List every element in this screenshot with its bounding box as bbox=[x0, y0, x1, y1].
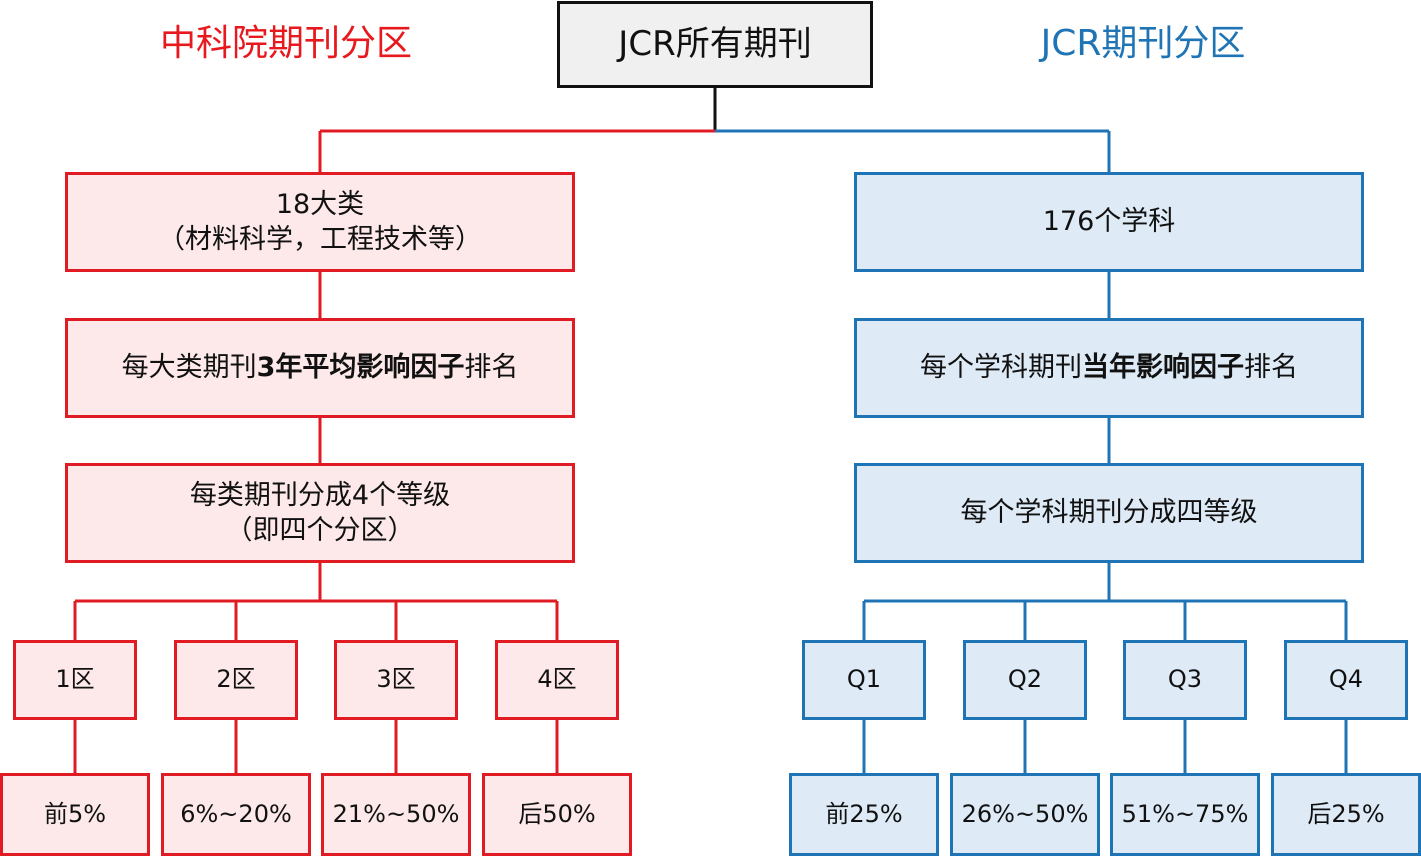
cas-grading-line1: 每类期刊分成4个等级 bbox=[189, 479, 451, 511]
cas-grading-node: 每类期刊分成4个等级 （即四个分区） bbox=[65, 463, 575, 563]
cas-zone-4: 4区 bbox=[495, 640, 619, 720]
jcr-title: JCR期刊分区 bbox=[1040, 23, 1246, 64]
cas-categories-node: 18大类 （材料科学，工程技术等） bbox=[65, 172, 575, 272]
jcr-quartile-4: Q4 bbox=[1284, 640, 1408, 720]
jcr-range-3-label: 51%~75% bbox=[1121, 799, 1249, 828]
cas-zone-1-label: 1区 bbox=[55, 665, 95, 694]
jcr-quartile-2-label: Q2 bbox=[1007, 665, 1043, 694]
jcr-ranking-pre: 每个学科期刊 bbox=[920, 352, 1082, 384]
jcr-range-4-label: 后25% bbox=[1307, 799, 1385, 828]
cas-range-4-label: 后50% bbox=[518, 799, 596, 828]
cas-ranking-node: 每大类期刊3年平均影响因子排名 bbox=[65, 318, 575, 418]
jcr-quartile-1-label: Q1 bbox=[846, 665, 882, 694]
jcr-range-2-label: 26%~50% bbox=[961, 799, 1089, 828]
jcr-quartile-4-label: Q4 bbox=[1328, 665, 1364, 694]
cas-categories-examples: （材料科学，工程技术等） bbox=[158, 224, 482, 255]
jcr-ranking-bold: 当年影响因子 bbox=[1082, 352, 1244, 384]
left-connectors bbox=[73, 129, 715, 773]
cas-zone-1: 1区 bbox=[13, 640, 137, 720]
jcr-range-3: 51%~75% bbox=[1110, 773, 1260, 856]
cas-grading-line2: （即四个分区） bbox=[225, 515, 415, 546]
cas-range-3: 21%~50% bbox=[321, 773, 471, 856]
cas-range-2: 6%~20% bbox=[161, 773, 311, 856]
jcr-grading-node: 每个学科期刊分成四等级 bbox=[854, 463, 1364, 563]
cas-range-2-label: 6%~20% bbox=[180, 799, 292, 828]
cas-title: 中科院期刊分区 bbox=[159, 23, 413, 64]
cas-range-3-label: 21%~50% bbox=[332, 799, 460, 828]
root-label: JCR所有期刊 bbox=[618, 24, 812, 65]
cas-zone-2-label: 2区 bbox=[216, 665, 256, 694]
jcr-ranking-post: 排名 bbox=[1244, 352, 1298, 384]
cas-zone-4-label: 4区 bbox=[537, 665, 577, 694]
cas-zone-3-label: 3区 bbox=[376, 665, 416, 694]
cas-zone-3: 3区 bbox=[334, 640, 458, 720]
right-connectors bbox=[715, 129, 1348, 773]
cas-range-1-label: 前5% bbox=[43, 799, 107, 828]
cas-range-1: 前5% bbox=[0, 773, 150, 856]
cas-ranking-pre: 每大类期刊 bbox=[121, 352, 257, 384]
jcr-quartile-3-label: Q3 bbox=[1167, 665, 1203, 694]
jcr-range-1: 前25% bbox=[789, 773, 939, 856]
jcr-range-4: 后25% bbox=[1271, 773, 1421, 856]
cas-categories-count: 18大类 bbox=[275, 188, 365, 220]
cas-ranking-bold: 3年平均影响因子 bbox=[256, 352, 465, 384]
jcr-ranking-node: 每个学科期刊当年影响因子排名 bbox=[854, 318, 1364, 418]
cas-range-4: 后50% bbox=[482, 773, 632, 856]
jcr-subjects-node: 176个学科 bbox=[854, 172, 1364, 272]
jcr-range-1-label: 前25% bbox=[825, 799, 903, 828]
jcr-grading-text: 每个学科期刊分成四等级 bbox=[960, 497, 1258, 529]
cas-ranking-text: 每大类期刊3年平均影响因子排名 bbox=[122, 350, 519, 385]
jcr-quartile-2: Q2 bbox=[963, 640, 1087, 720]
jcr-ranking-text: 每个学科期刊当年影响因子排名 bbox=[920, 350, 1298, 385]
jcr-subjects-count: 176个学科 bbox=[1042, 206, 1176, 238]
jcr-quartile-1: Q1 bbox=[802, 640, 926, 720]
cas-zone-2: 2区 bbox=[174, 640, 298, 720]
jcr-quartile-3: Q3 bbox=[1123, 640, 1247, 720]
cas-ranking-post: 排名 bbox=[464, 352, 519, 384]
root-node: JCR所有期刊 bbox=[557, 1, 873, 88]
jcr-range-2: 26%~50% bbox=[950, 773, 1100, 856]
